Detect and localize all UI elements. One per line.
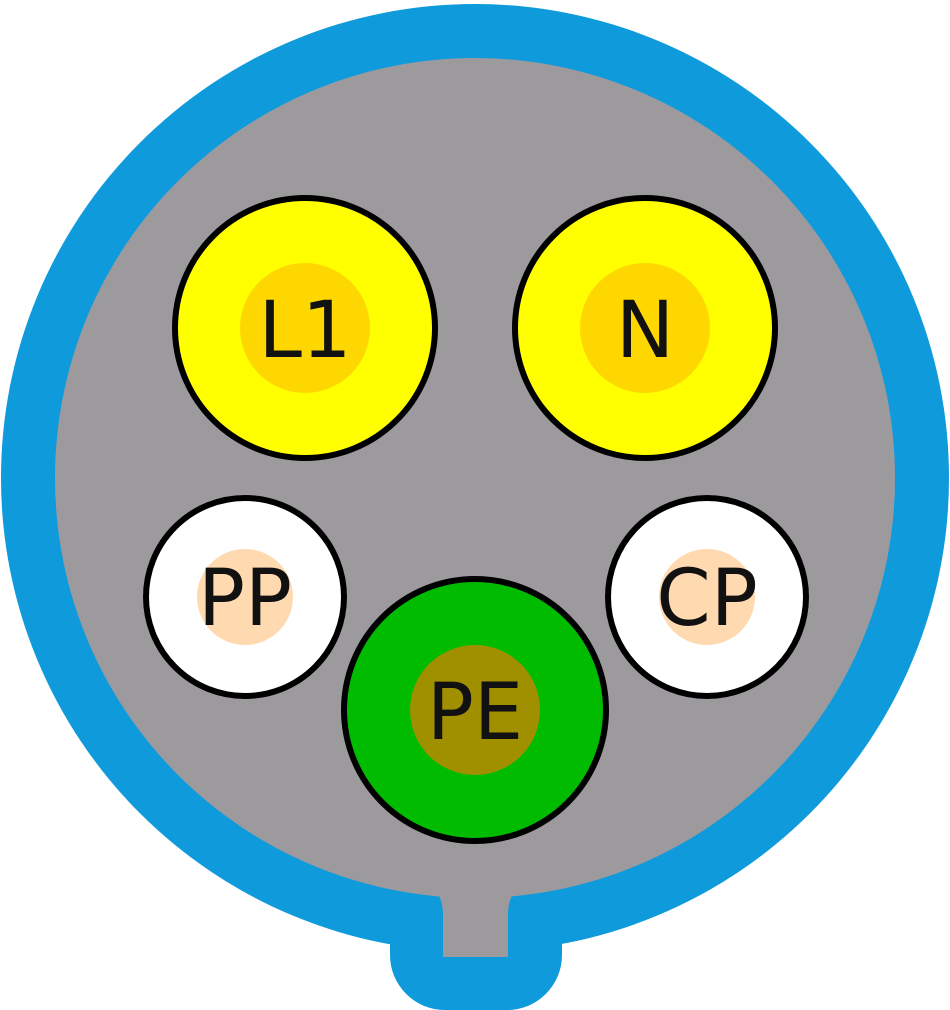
- pin-cp: CP: [605, 495, 809, 699]
- pin-pp-label: PP: [198, 554, 292, 644]
- pin-pp: PP: [143, 495, 347, 699]
- pin-n-label: N: [616, 286, 674, 376]
- pin-pe: PE: [341, 576, 609, 844]
- pin-l1-label: L1: [258, 286, 351, 376]
- pin-l1: L1: [172, 195, 438, 461]
- pin-n: N: [512, 195, 778, 461]
- pin-cp-label: CP: [656, 554, 758, 644]
- pin-pe-label: PE: [427, 668, 523, 758]
